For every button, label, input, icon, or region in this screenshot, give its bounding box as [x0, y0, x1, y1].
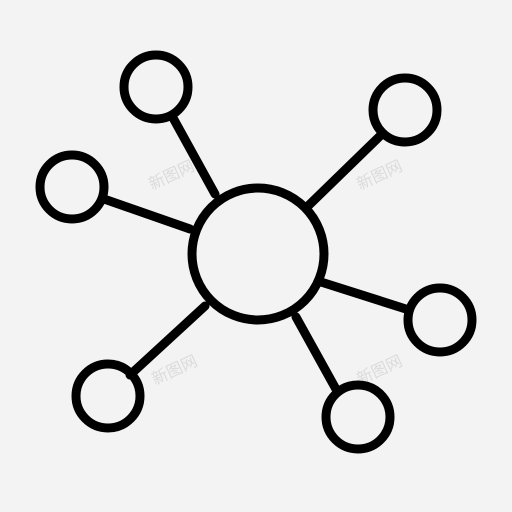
edge-top-right	[302, 131, 385, 212]
node-right	[403, 283, 477, 357]
edge-bottom-left	[125, 301, 210, 380]
node-bottom-left	[71, 359, 145, 433]
watermark-1: 新图网	[146, 156, 198, 194]
node-left	[35, 150, 109, 224]
node-top-left	[119, 50, 193, 124]
node-bottom-right	[321, 380, 395, 454]
edge-left	[99, 194, 195, 234]
hub-node	[187, 183, 329, 325]
edge-top-left	[167, 111, 220, 199]
node-top-right	[368, 73, 442, 147]
watermark-2: 新图网	[354, 156, 406, 194]
network-graph	[35, 50, 477, 454]
edge-bottom-right	[291, 312, 342, 396]
edge-right	[316, 277, 414, 315]
